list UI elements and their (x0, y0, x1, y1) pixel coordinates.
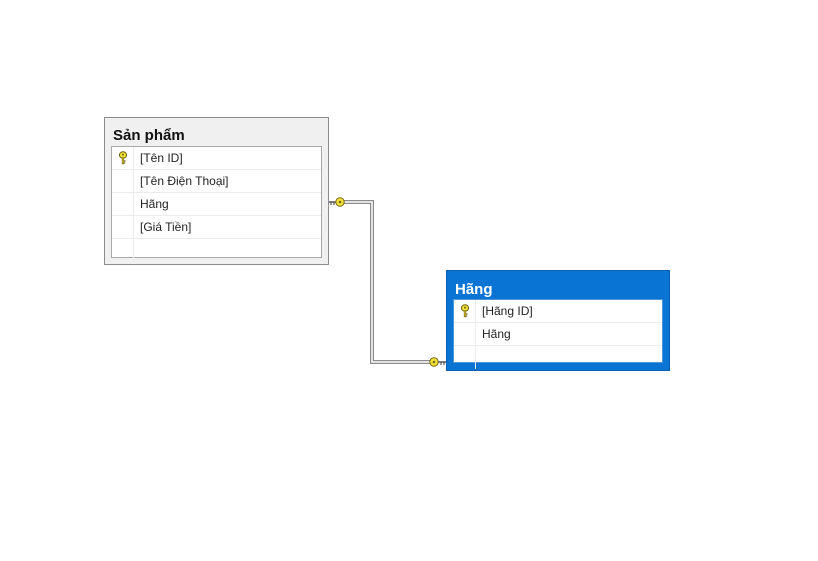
relationship-end-key-icon-left (329, 197, 345, 207)
key-icon (460, 304, 469, 318)
row-gutter (454, 323, 476, 345)
column-name: [Tên Điện Thoại] (140, 174, 229, 188)
column-name: [Hãng ID] (482, 304, 533, 318)
relationship-end-key-icon-right (429, 357, 446, 367)
column-name: [Giá Tiền] (140, 220, 192, 234)
row-gutter (112, 216, 134, 238)
row-gutter (112, 193, 134, 215)
table-hang[interactable]: Hãng [Hãng ID] Hãng (446, 270, 670, 371)
column-name: Hãng (482, 327, 511, 341)
column-grid: [Hãng ID] Hãng (453, 299, 663, 369)
column-name: Hãng (140, 197, 169, 211)
column-row[interactable]: Hãng (112, 193, 321, 216)
column-row[interactable]: [Giá Tiền] (112, 216, 321, 239)
table-title: Sản phẩm (113, 127, 185, 144)
primary-key-gutter (112, 147, 134, 169)
column-row[interactable]: [Hãng ID] (454, 300, 662, 323)
key-icon (118, 151, 127, 165)
new-column-row[interactable] (454, 346, 662, 369)
new-column-row[interactable] (112, 239, 321, 262)
primary-key-gutter (454, 300, 476, 322)
relationship-line[interactable] (342, 200, 432, 364)
row-gutter (454, 346, 476, 369)
column-grid: [Tên ID] [Tên Điện Thoại] Hãng [Giá Tiền… (111, 146, 322, 262)
table-san-pham[interactable]: Sản phẩm [Tên ID] [Tên Điện Thoại] (104, 117, 329, 265)
column-row[interactable]: Hãng (454, 323, 662, 346)
column-row[interactable]: [Tên ID] (112, 147, 321, 170)
row-gutter (112, 239, 134, 262)
table-title: Hãng (455, 281, 493, 298)
column-row[interactable]: [Tên Điện Thoại] (112, 170, 321, 193)
column-name: [Tên ID] (140, 151, 183, 165)
row-gutter (112, 170, 134, 192)
